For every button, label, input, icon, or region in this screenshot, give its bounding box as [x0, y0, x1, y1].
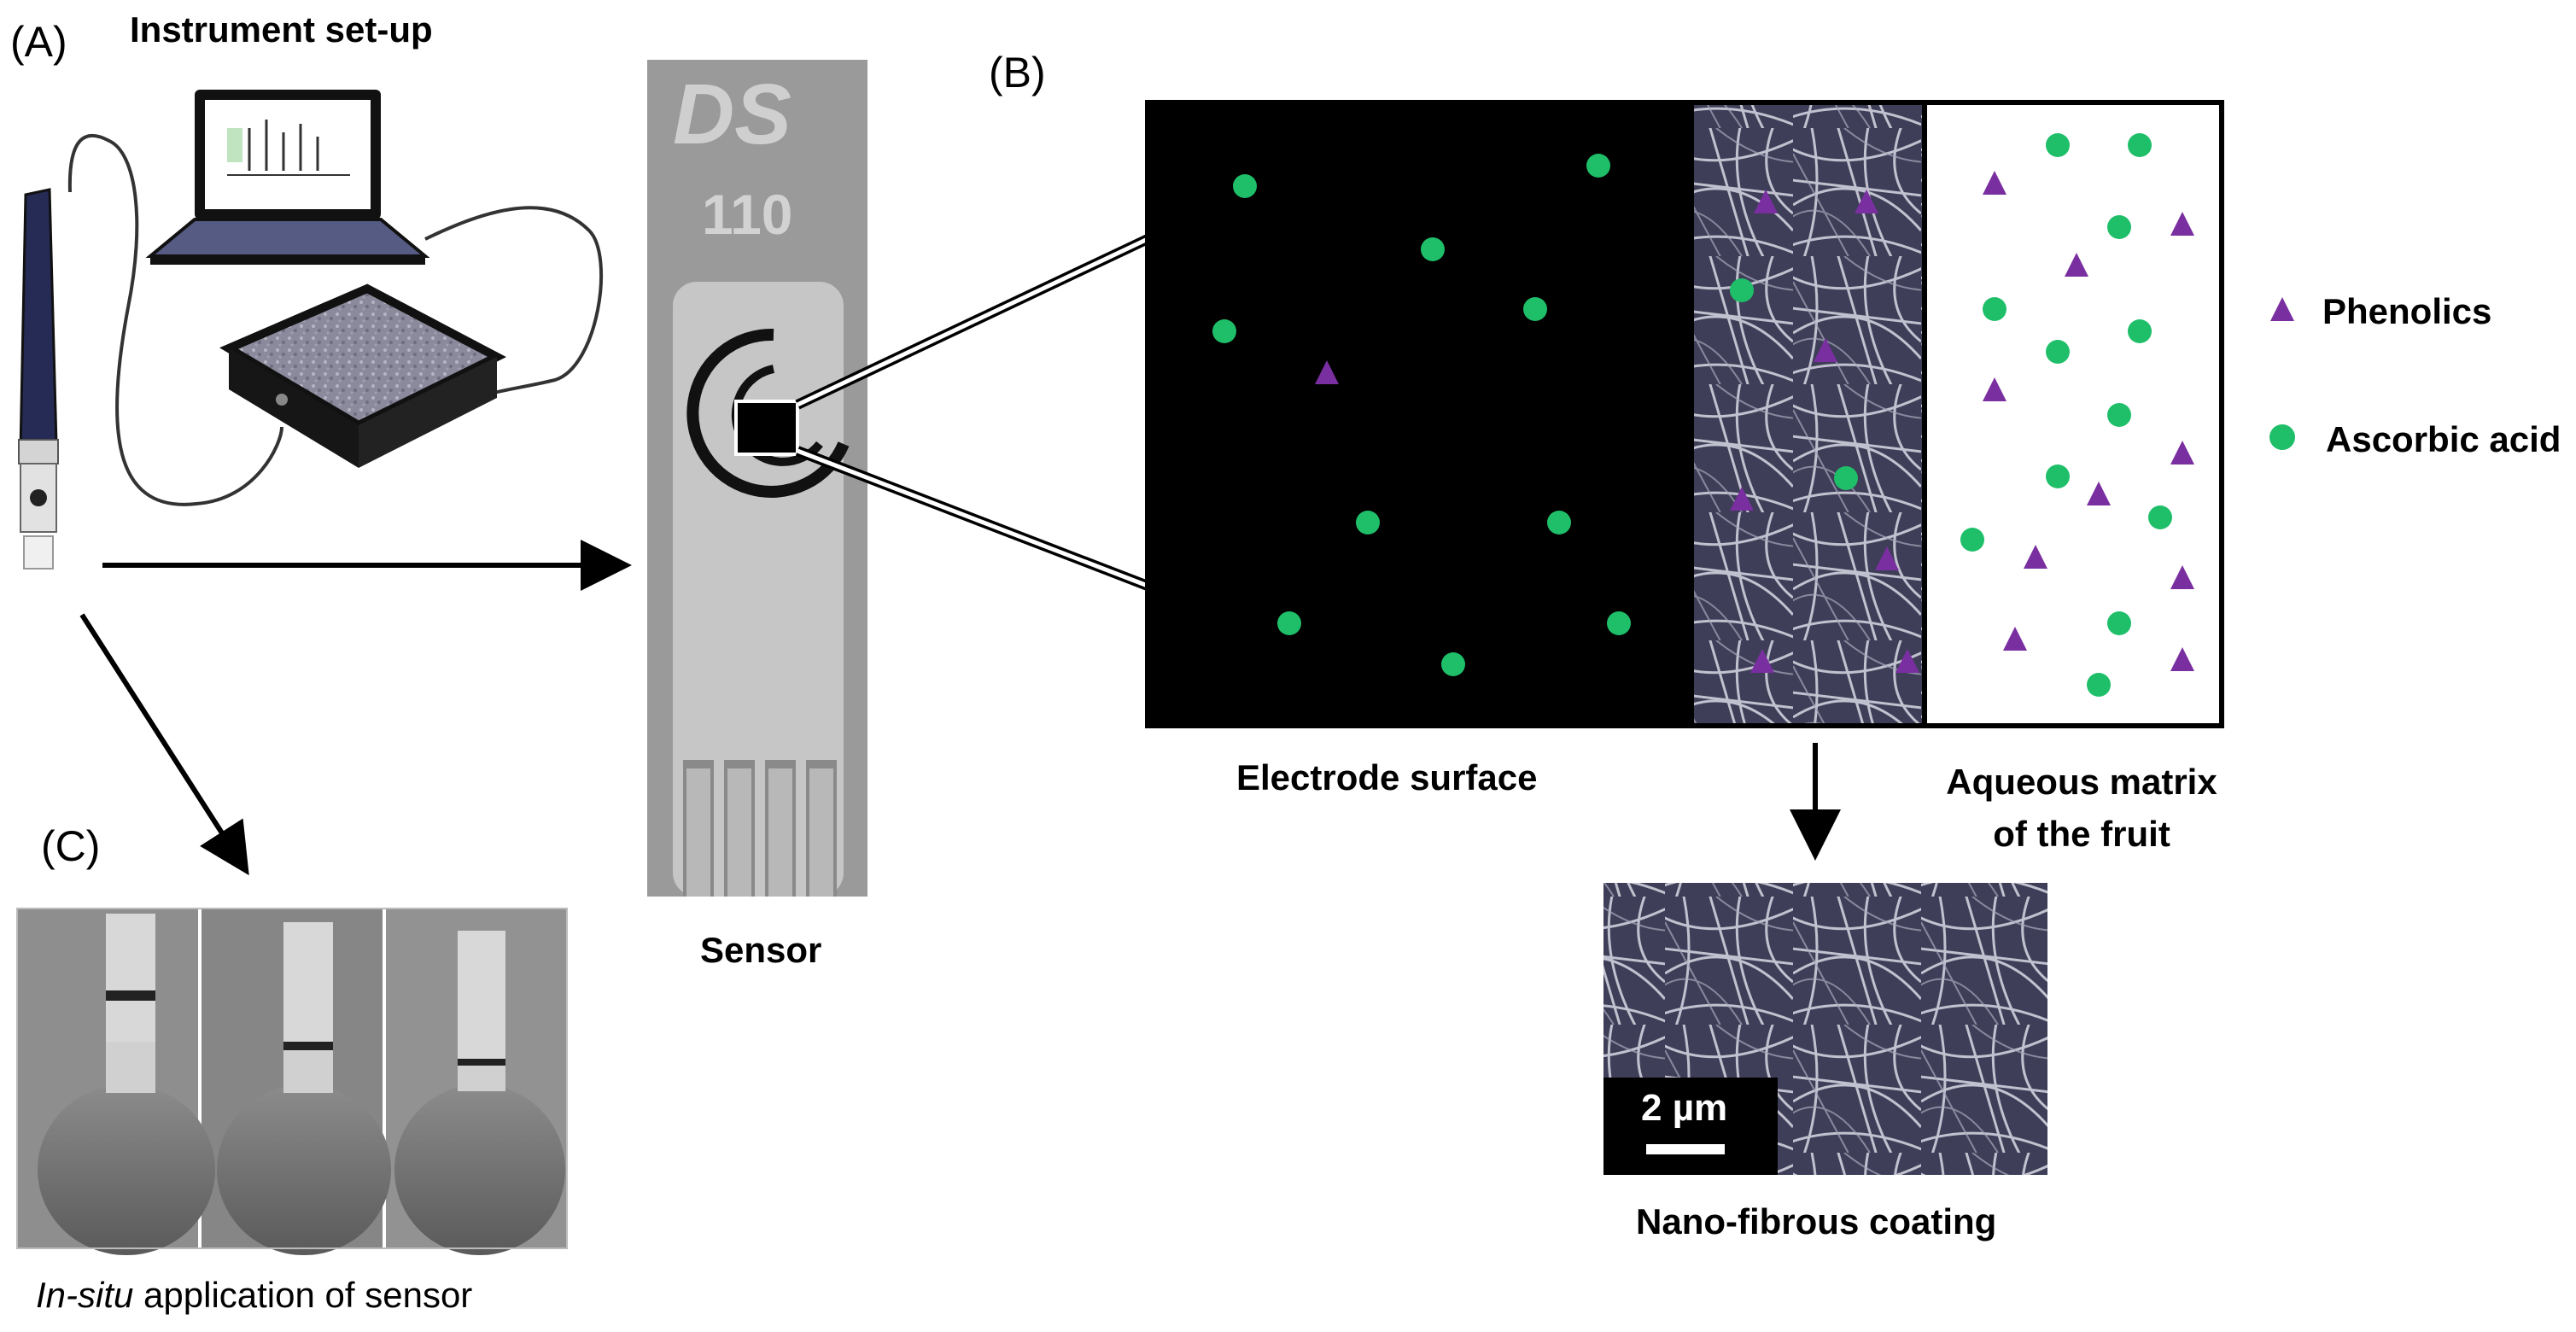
- pen-device-icon: [19, 190, 58, 569]
- legend-ascorbic-acid-label: Ascorbic acid: [2326, 422, 2561, 458]
- panel-label-b: (B): [989, 51, 1046, 94]
- sensor-caption: Sensor: [700, 932, 821, 968]
- in-situ-photo: [17, 908, 567, 1255]
- instrument-setup-caption: Instrument set-up: [130, 12, 433, 48]
- scale-bar-line: [1646, 1144, 1725, 1154]
- sensor-model-text: 110: [702, 186, 792, 242]
- arrow-to-fruit: [82, 615, 241, 862]
- in-situ-caption-italic: In-situ: [36, 1275, 133, 1315]
- in-situ-caption-rest: application of sensor: [133, 1275, 472, 1315]
- laptop-icon: [150, 90, 425, 265]
- panel-label-c: (C): [41, 825, 100, 868]
- electrode-surface-caption: Electrode surface: [1236, 760, 1538, 796]
- aqueous-matrix-caption-line2: of the fruit: [1919, 809, 2244, 861]
- aqueous-matrix-caption-line1: Aqueous matrix: [1919, 757, 2244, 809]
- panel-label-a: (A): [10, 20, 67, 63]
- nanofiber-layer: [1694, 102, 1925, 726]
- scale-bar-label: 2 µm: [1641, 1090, 1727, 1127]
- nano-fibrous-coating-caption: Nano-fibrous coating: [1636, 1204, 1996, 1240]
- aqueous-matrix-caption: Aqueous matrix of the fruit: [1919, 757, 2244, 861]
- legend-phenolics-label: Phenolics: [2322, 294, 2491, 330]
- sensor-brand-text: DS: [673, 72, 791, 157]
- potentiostat-icon: [229, 289, 497, 468]
- aqueous-matrix-panel: [1925, 102, 2222, 726]
- in-situ-caption: In-situ application of sensor: [36, 1277, 472, 1313]
- legend-ascorbic-circle: [2269, 424, 2295, 450]
- legend-phenolics-triangle: [2270, 297, 2294, 321]
